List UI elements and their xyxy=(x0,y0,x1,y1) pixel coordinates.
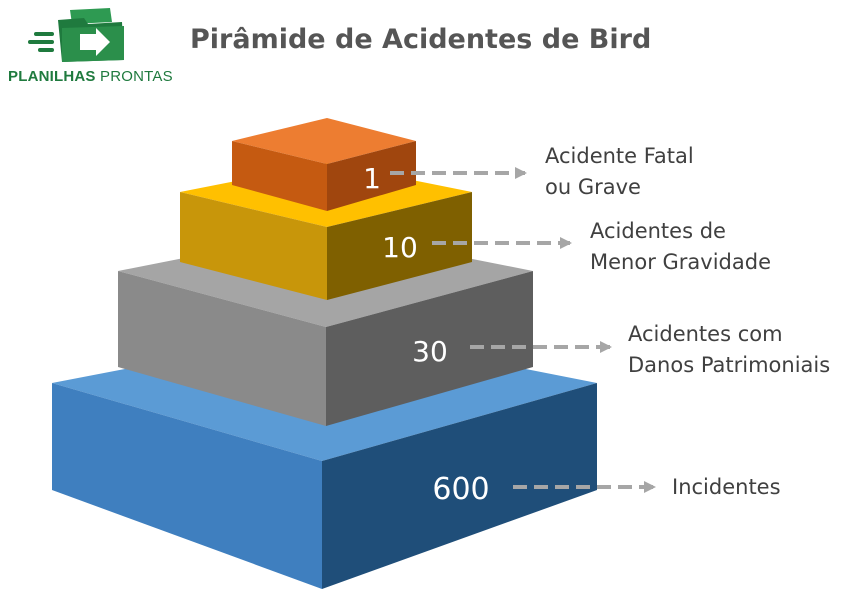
level-4-value: 600 xyxy=(432,472,489,507)
level-4-left-face xyxy=(52,383,322,589)
level-1-left-face xyxy=(232,141,327,211)
level-4-right-face xyxy=(322,383,597,589)
page-title: Pirâmide de Acidentes de Bird xyxy=(190,24,652,55)
level-2-value: 10 xyxy=(382,231,418,264)
level-1-value: 1 xyxy=(363,162,381,195)
level-4-description: Incidentes xyxy=(672,475,781,499)
level-1-right-face xyxy=(327,141,416,211)
level-3-left-face xyxy=(118,271,326,426)
level-2-left-face xyxy=(180,192,327,300)
level-2-right-face xyxy=(327,192,472,300)
logo-text: PLANILHAS PRONTAS xyxy=(8,68,173,85)
folder-arrow-icon xyxy=(28,8,124,62)
level-3-right-face xyxy=(326,271,533,426)
level-1-top-face xyxy=(232,118,416,164)
level-3-value: 30 xyxy=(412,335,448,368)
logo: PLANILHAS PRONTAS xyxy=(8,4,173,90)
pyramid-level-1 xyxy=(232,118,416,211)
